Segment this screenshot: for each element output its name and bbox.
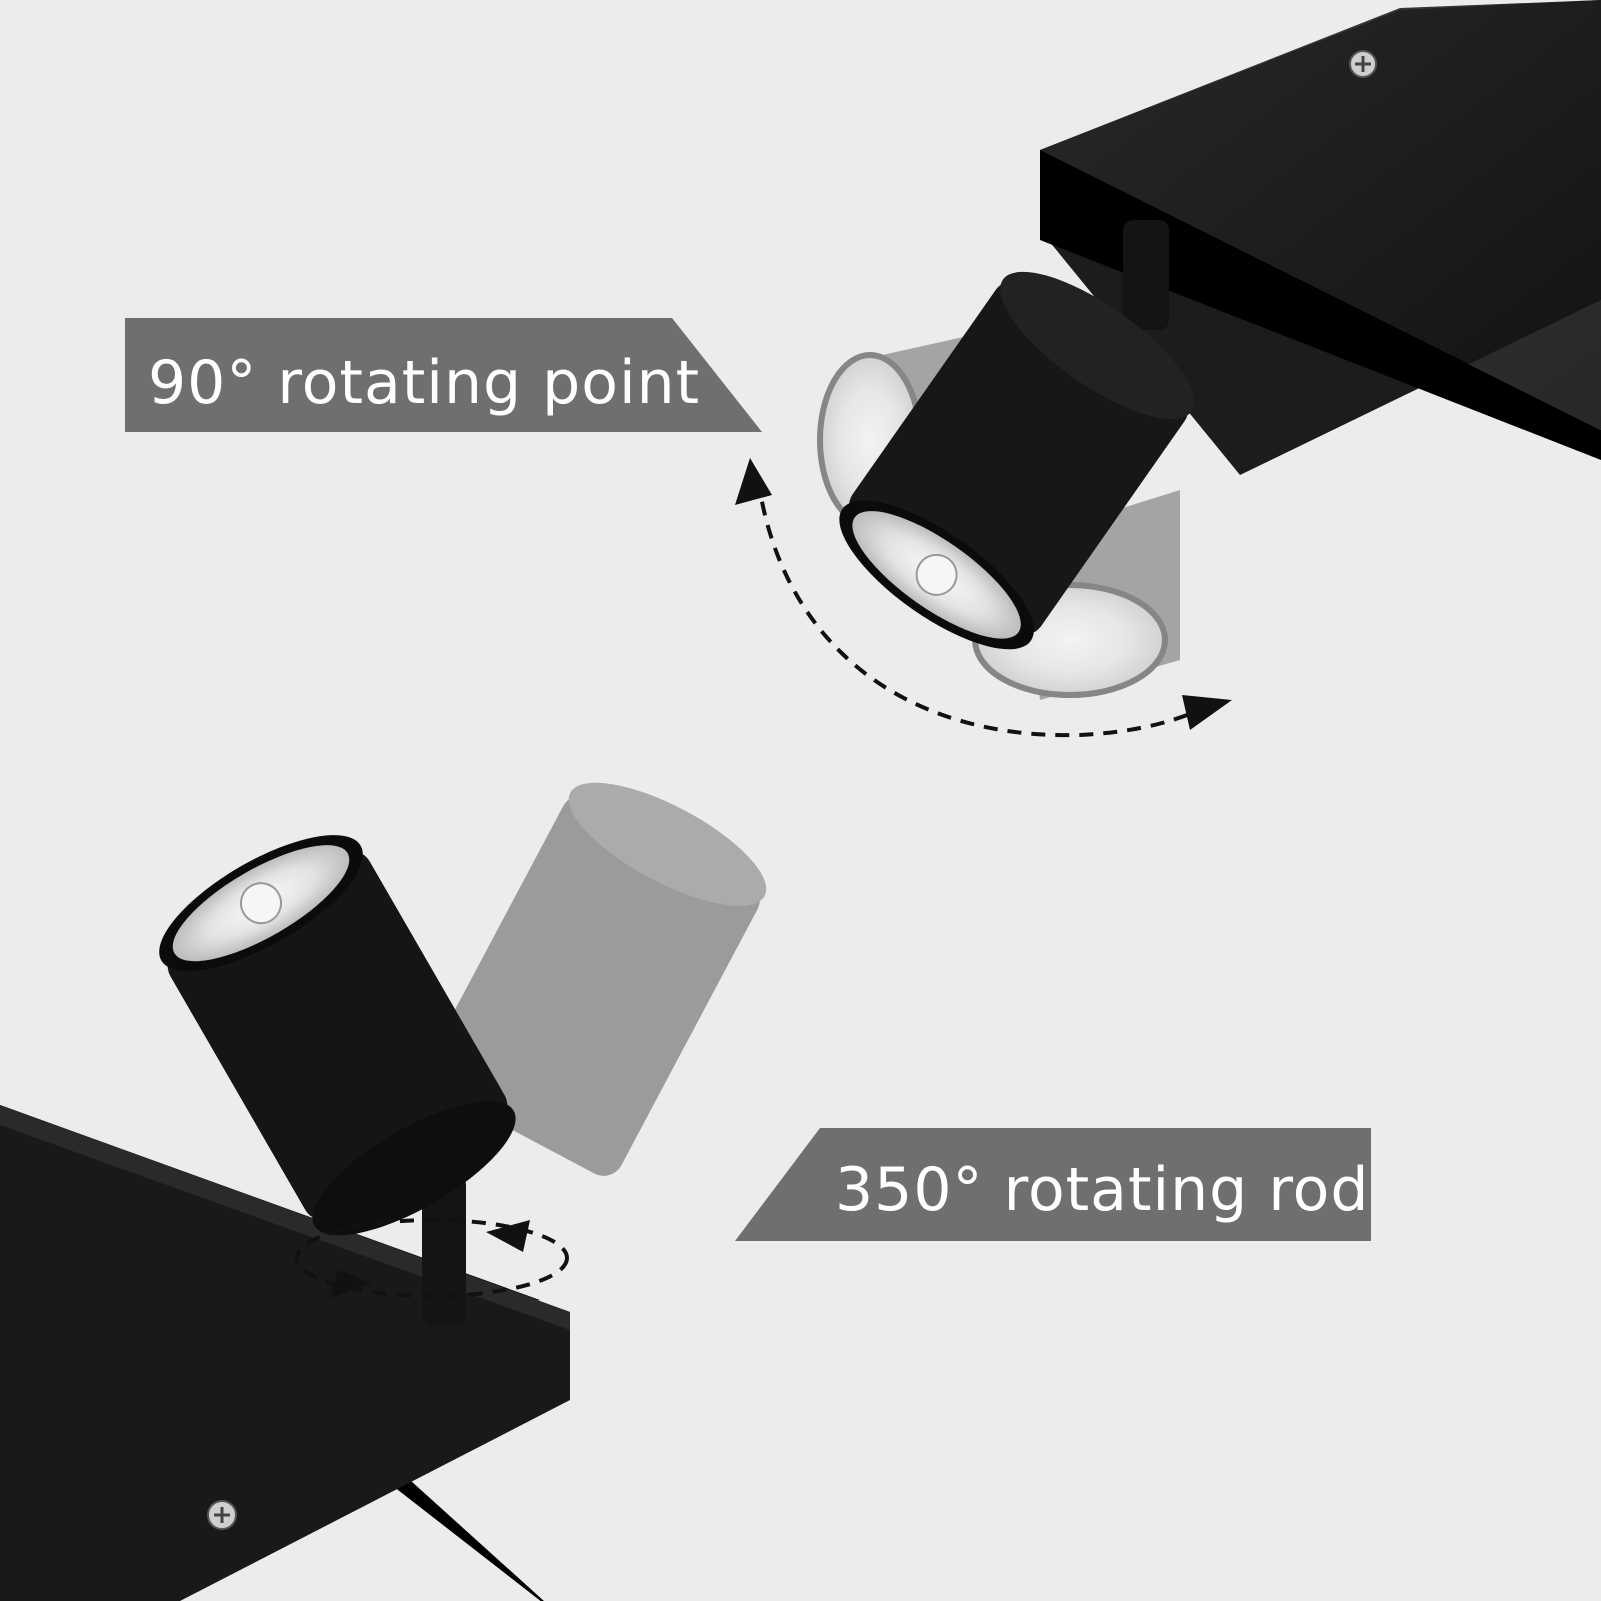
top-mounting-plate	[1040, 0, 1601, 475]
arrowhead-right-icon	[486, 1220, 530, 1252]
top-lamp	[839, 271, 1195, 650]
label-90-rotating-point: 90° rotating point	[148, 348, 701, 418]
label-band-bottom	[735, 1128, 1371, 1241]
bottom-ghost-lamp	[424, 782, 767, 1176]
arrowhead-right-icon	[1182, 695, 1232, 730]
bottom-rotation-arrow-icon	[295, 1218, 569, 1298]
bottom-stem	[422, 1175, 466, 1325]
label-350-rotating-rod: 350° rotating rod	[835, 1155, 1370, 1225]
bottom-lamp	[159, 835, 516, 1236]
top-rotation-arrow-icon	[756, 477, 1211, 738]
arrowhead-up-icon	[735, 458, 772, 505]
top-stem	[1123, 220, 1169, 330]
bottom-mounting-plate	[0, 1105, 570, 1601]
arrowhead-left-icon	[330, 1270, 372, 1298]
label-band-top	[125, 318, 762, 432]
